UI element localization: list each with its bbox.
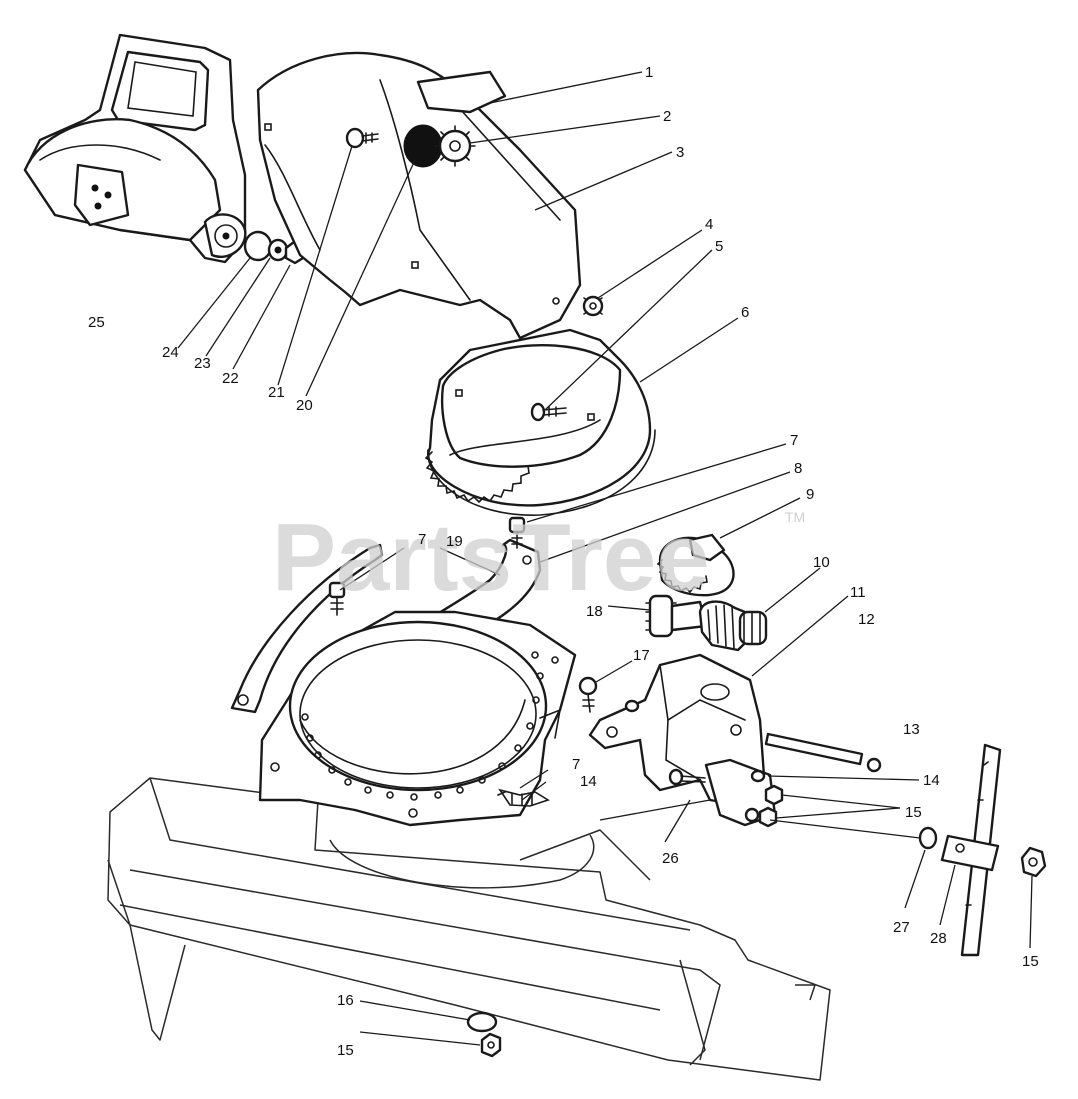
- worm-10: [698, 600, 768, 652]
- callout-1: 1: [645, 64, 653, 81]
- auger-housing-outline: [107, 777, 831, 1081]
- callout-26: 26: [662, 850, 679, 867]
- mount-holes: [270, 651, 559, 818]
- nut-15-bottom: [480, 1032, 502, 1058]
- callout-19: 19: [446, 533, 463, 550]
- nut-4: [582, 295, 604, 317]
- callout-7-left: 7: [418, 531, 426, 548]
- chute-mount-plate: [258, 610, 577, 827]
- callout-28: 28: [930, 930, 947, 947]
- rod-13: [764, 732, 882, 773]
- bolt-17: [578, 676, 598, 713]
- callout-24: 24: [162, 344, 179, 361]
- callout-21: 21: [268, 384, 285, 401]
- washer-27: [918, 826, 938, 850]
- callout-12: 12: [858, 611, 875, 628]
- callout-22: 22: [222, 370, 239, 387]
- callout-13: 13: [903, 721, 920, 738]
- callout-15-bracket: 15: [905, 804, 922, 821]
- callout-18: 18: [586, 603, 603, 620]
- bracket-hardware: [668, 768, 784, 828]
- callout-10: 10: [813, 554, 830, 571]
- watermark: PartsTree TM: [272, 504, 805, 611]
- leader-lines: [177, 71, 1033, 1046]
- washer-16: [466, 1011, 498, 1033]
- callout-15-crank: 15: [1022, 953, 1039, 970]
- discharge-chute: [256, 51, 582, 340]
- callout-7-housing: 7: [572, 756, 580, 773]
- callout-16: 16: [337, 992, 354, 1009]
- callout-4: 4: [705, 216, 713, 233]
- callout-11: 11: [850, 584, 866, 601]
- housing-hardware: [497, 788, 550, 807]
- retainer-strip: [230, 543, 384, 714]
- washer-bracket: [624, 699, 640, 713]
- plate-1: [416, 70, 507, 114]
- callout-17: 17: [633, 647, 650, 664]
- callout-20: 20: [296, 397, 313, 414]
- callout-5: 5: [715, 238, 723, 255]
- sprocket-2: [434, 125, 476, 167]
- callout-15-bottom: 15: [337, 1042, 354, 1059]
- callout-8: 8: [794, 460, 802, 477]
- callout-14-housing: 14: [580, 773, 597, 790]
- bolt-5: [530, 402, 567, 422]
- chute-hardware: [345, 124, 476, 168]
- callout-14-bracket: 14: [923, 772, 940, 789]
- bolt-7-upper: [508, 516, 526, 549]
- watermark-text: PartsTree: [272, 504, 710, 611]
- callout-7-top: 7: [790, 432, 798, 449]
- pinion-18: [645, 594, 708, 638]
- callout-27: 27: [893, 919, 910, 936]
- bolt-7-left: [328, 581, 346, 616]
- callout-labels: 1 2 3 4 5 6 7 8 9 10 11 12 13 14 15 15 1…: [88, 64, 1039, 1059]
- chute-deflector: [23, 33, 247, 264]
- bolt-bracket: [668, 768, 706, 786]
- bolt-21: [345, 127, 379, 149]
- gear-9: [656, 533, 735, 597]
- callout-2: 2: [663, 108, 671, 125]
- watermark-trademark: TM: [785, 509, 805, 525]
- washer-24: [243, 230, 273, 262]
- callout-6: 6: [741, 304, 749, 321]
- callout-9: 9: [806, 486, 814, 503]
- chute-gear-ring: [424, 328, 656, 516]
- bracket-11: [588, 653, 777, 827]
- nut-15-crank: [1020, 846, 1047, 878]
- callout-3: 3: [676, 144, 684, 161]
- callout-25: 25: [88, 314, 105, 331]
- callout-23: 23: [194, 355, 211, 372]
- crank-28: [940, 743, 1002, 957]
